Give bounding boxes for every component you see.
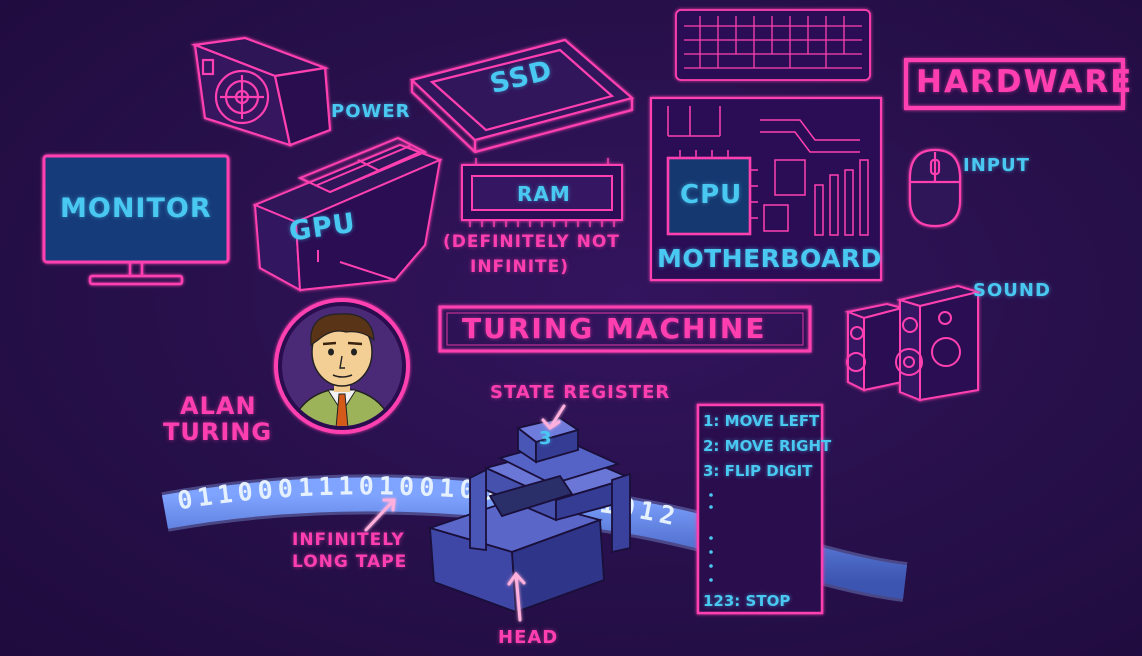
ram-note-line1: (DEFINITELY NOT xyxy=(443,232,620,252)
motherboard-label: MOTHERBOARD xyxy=(657,244,882,273)
keyboard-icon xyxy=(675,9,871,81)
speakers-icon xyxy=(844,284,982,402)
state-register-label: STATE REGISTER xyxy=(490,382,671,403)
motherboard-icon xyxy=(649,96,883,282)
instruction-2: 2: MOVE RIGHT xyxy=(703,437,832,455)
turing-machine-title: TURING MACHINE xyxy=(462,312,767,345)
monitor-icon xyxy=(42,154,230,286)
ram-icon xyxy=(461,158,623,227)
alan-turing-line2: TURING xyxy=(163,418,273,446)
instruction-table xyxy=(696,403,824,615)
turing-machine-box xyxy=(438,305,812,353)
hardware-title: HARDWARE xyxy=(916,64,1134,100)
head-arrow xyxy=(507,571,526,622)
sound-label: SOUND xyxy=(973,280,1051,301)
ram-note-line2: INFINITE) xyxy=(470,257,570,277)
state-register-arrow xyxy=(541,404,566,430)
alan-turing-line1: ALAN xyxy=(180,392,257,420)
mouse-icon xyxy=(908,148,962,228)
cpu-label: CPU xyxy=(680,180,743,210)
power-supply-icon xyxy=(190,36,332,147)
gpu-icon xyxy=(252,136,443,292)
pointer-arrows xyxy=(364,404,566,622)
state-register-value: 3 xyxy=(539,428,553,449)
tape-label-line1: INFINITELY xyxy=(292,530,405,550)
input-label: INPUT xyxy=(963,155,1030,176)
power-label: POWER xyxy=(331,101,411,122)
head-label: HEAD xyxy=(498,627,559,648)
instruction-1: 1: MOVE LEFT xyxy=(703,412,820,430)
ram-label: RAM xyxy=(517,182,571,206)
ssd-icon xyxy=(409,38,635,154)
alan-turing-portrait xyxy=(274,298,410,434)
tape-label-line2: LONG TAPE xyxy=(292,552,408,572)
tape-arrow xyxy=(364,498,396,532)
instruction-stop: 123: STOP xyxy=(703,592,791,610)
hardware-box xyxy=(904,58,1125,110)
tape-head xyxy=(427,417,633,614)
instruction-3: 3: FLIP DIGIT xyxy=(703,462,813,480)
monitor-label: MONITOR xyxy=(60,193,212,224)
